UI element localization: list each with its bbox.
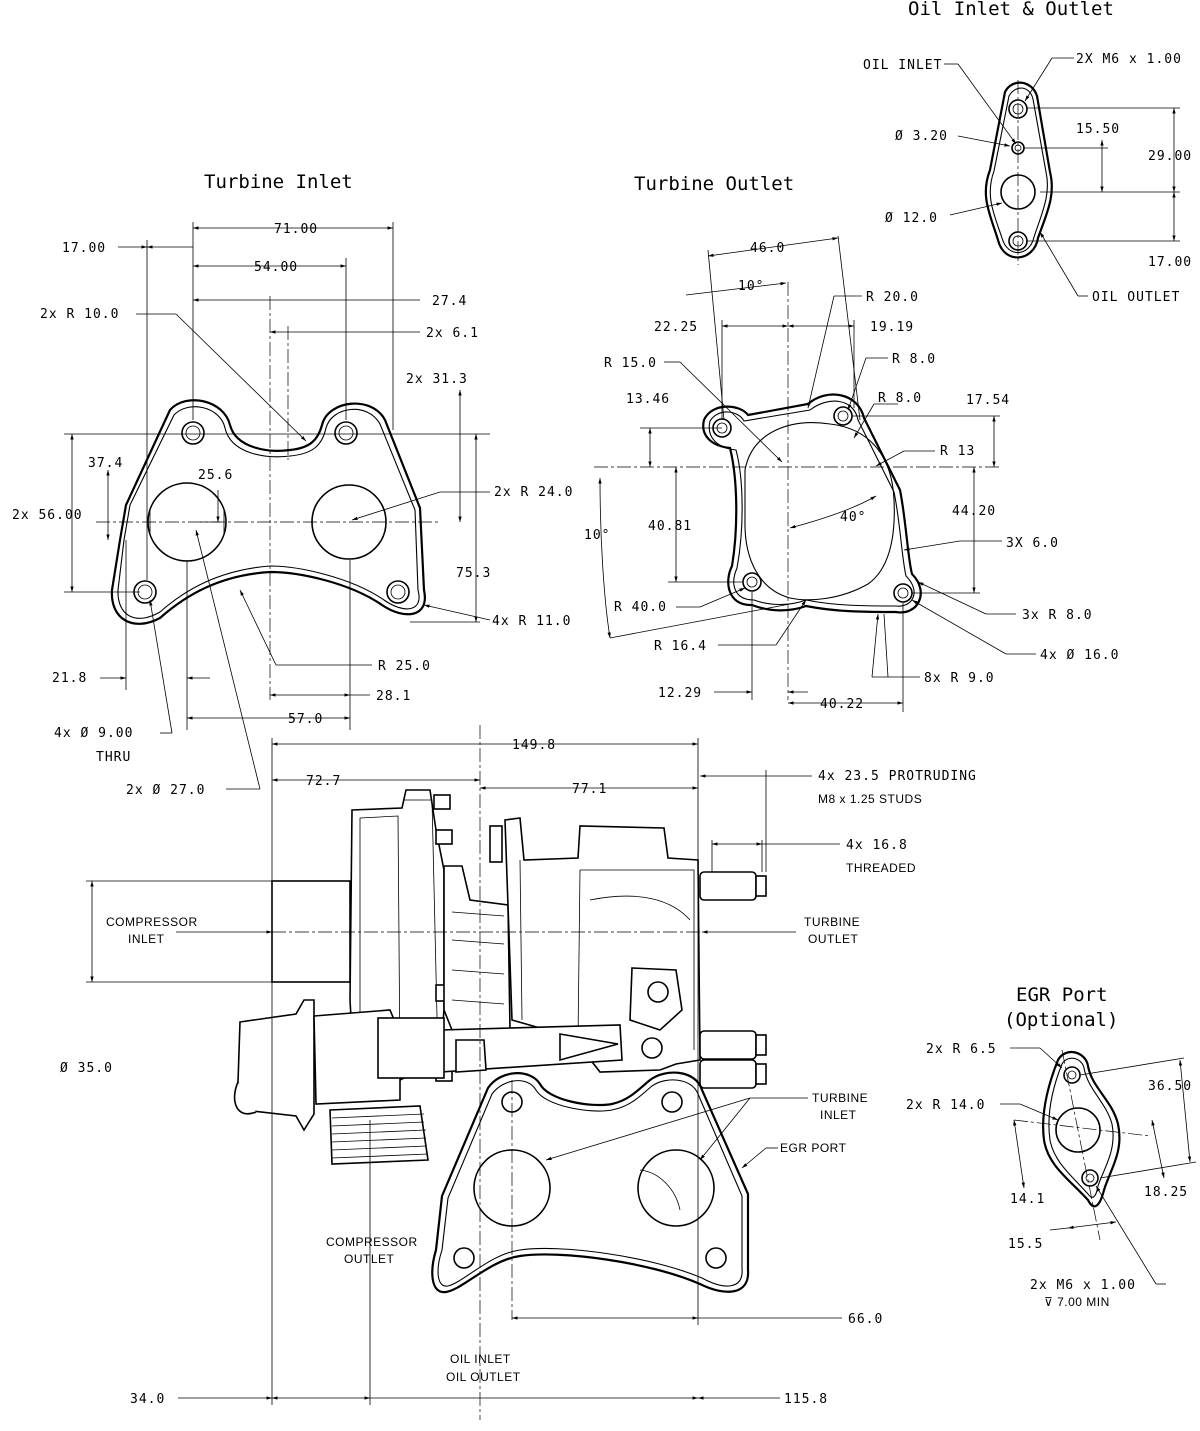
egr-r14-label: 2x R 14.0 [906, 1098, 985, 1113]
egr-15-5-label: 15.5 [1008, 1237, 1043, 1252]
egr-36-50-label: 36.50 [1148, 1079, 1192, 1094]
asm-turbine-outlet-1: TURBINE [804, 915, 860, 929]
ti-56-label: 2x 56.00 [12, 508, 83, 523]
title-turbine-inlet: Turbine Inlet [204, 171, 353, 193]
ti-54-label: 54.00 [254, 260, 298, 275]
asm-turbine-inlet-1: TURBINE [812, 1091, 868, 1105]
title-oil-inlet-outlet: Oil Inlet & Outlet [908, 0, 1114, 20]
egr-bolt-label: 2x M6 x 1.00 [1030, 1278, 1136, 1293]
ti-28-1-label: 28.1 [376, 689, 411, 704]
ti-27-4-label: 27.4 [432, 294, 467, 309]
egr-18-25-label: 18.25 [1144, 1185, 1188, 1200]
asm-compressor-outlet-2: OUTLET [344, 1252, 395, 1266]
to-r8-3x-label: 3x R 8.0 [1022, 608, 1093, 623]
title-egr-optional: (Optional) [1004, 1009, 1118, 1031]
asm-studs-label-2: M8 x 1.25 STUDS [818, 792, 922, 806]
asm-compressor-inlet-1: COMPRESSOR [106, 915, 198, 929]
to-40-22-label: 40.22 [820, 697, 864, 712]
to-r8b-label: R 8.0 [878, 391, 922, 406]
ti-71-label: 71.00 [274, 222, 318, 237]
asm-threaded-label-2: THREADED [846, 861, 916, 875]
egr-depth-label: ⊽ 7.00 MIN [1044, 1295, 1110, 1309]
to-r16-4-label: R 16.4 [654, 639, 707, 654]
asm-oil-inlet-label: OIL INLET [450, 1352, 511, 1366]
ti-17-label: 17.00 [62, 241, 106, 256]
to-r40-label: R 40.0 [614, 600, 667, 615]
oil-flange-view: OIL INLET 2X M6 x 1.00 15.50 Ø 3.20 29.0… [863, 52, 1192, 305]
title-egr-port: EGR Port [1016, 984, 1108, 1006]
asm-34-label: 34.0 [130, 1392, 165, 1407]
oil-spacing-label: 15.50 [1076, 122, 1120, 137]
to-22-25-label: 22.25 [654, 320, 698, 335]
oil-offset-label: 17.00 [1148, 255, 1192, 270]
to-r15-label: R 15.0 [604, 356, 657, 371]
asm-turbine-outlet-2: OUTLET [808, 932, 859, 946]
asm-threaded-label-1: 4x 16.8 [846, 838, 908, 853]
to-r13-label: R 13 [940, 444, 975, 459]
egr-r6-5-label: 2x R 6.5 [926, 1042, 997, 1057]
turbine-outlet-view: 46.0 10° R 20.0 22.25 19.19 R 15.0 R 8.0… [584, 235, 1119, 712]
asm-oil-outlet-label: OIL OUTLET [446, 1370, 521, 1384]
asm-72-7-label: 72.7 [306, 774, 341, 789]
egr-14-1-label: 14.1 [1010, 1192, 1045, 1207]
asm-149-8-label: 149.8 [512, 738, 556, 753]
asm-compressor-outlet-1: COMPRESSOR [326, 1235, 418, 1249]
oil-bolt-label: 2X M6 x 1.00 [1076, 52, 1182, 67]
ti-r25-label: R 25.0 [378, 659, 431, 674]
ti-31-3-label: 2x 31.3 [406, 372, 468, 387]
turbocharger-assembly-view: 149.8 72.7 77.1 4x 23.5 PROTRUDING M8 x … [60, 725, 977, 1420]
to-10-left-label: 10° [584, 528, 610, 543]
ti-25-6-label: 25.6 [198, 468, 233, 483]
to-12-29-label: 12.29 [658, 686, 702, 701]
ti-6-1-label: 2x 6.1 [426, 326, 479, 341]
to-10-top-label: 10° [738, 279, 764, 294]
ti-r11-label: 4x R 11.0 [492, 614, 571, 629]
ti-ports-label: 2x Ø 27.0 [126, 783, 205, 798]
to-40-81-label: 40.81 [648, 519, 692, 534]
to-r9-label: 8x R 9.0 [924, 671, 995, 686]
asm-77-1-label: 77.1 [572, 782, 607, 797]
asm-turbine-inlet-2: INLET [820, 1108, 857, 1122]
to-r8a-label: R 8.0 [892, 352, 936, 367]
ti-57-label: 57.0 [288, 712, 323, 727]
oil-height-label: 29.00 [1148, 149, 1192, 164]
asm-66-label: 66.0 [848, 1312, 883, 1327]
title-turbine-outlet: Turbine Outlet [634, 173, 794, 195]
asm-studs-label-1: 4x 23.5 PROTRUDING [818, 769, 977, 784]
to-19-19-label: 19.19 [870, 320, 914, 335]
to-13-46-label: 13.46 [626, 392, 670, 407]
turbine-inlet-view: 17.00 71.00 54.00 27.4 2x R 10.0 2x 6.1 … [12, 222, 573, 798]
asm-compressor-inlet-2: INLET [128, 932, 165, 946]
to-3x6-label: 3X 6.0 [1006, 536, 1059, 551]
egr-port-view: 2x R 6.5 36.50 2x R 14.0 14.1 18.25 15.5… [906, 1042, 1197, 1309]
ti-r10-label: 2x R 10.0 [40, 307, 119, 322]
to-r20-label: R 20.0 [866, 290, 919, 305]
to-17-54-label: 17.54 [966, 393, 1010, 408]
ti-21-8-label: 21.8 [52, 671, 87, 686]
ti-holes-label: 4x Ø 9.00 [54, 726, 133, 741]
to-dia16-label: 4x Ø 16.0 [1040, 648, 1119, 663]
oil-outlet-label: OIL OUTLET [1092, 290, 1180, 305]
asm-egr-port-label: EGR PORT [780, 1141, 847, 1155]
ti-37-4-label: 37.4 [88, 456, 123, 471]
asm-dia35-label: Ø 35.0 [60, 1061, 113, 1076]
asm-115-8-label: 115.8 [784, 1392, 828, 1407]
oil-small-dia-label: Ø 3.20 [895, 129, 948, 144]
ti-75-3-label: 75.3 [456, 566, 491, 581]
oil-large-dia-label: Ø 12.0 [885, 211, 938, 226]
to-40deg-label: 40° [840, 510, 866, 525]
to-44-20-label: 44.20 [952, 504, 996, 519]
oil-inlet-label: OIL INLET [863, 58, 942, 73]
to-46-label: 46.0 [750, 241, 785, 256]
ti-r24-label: 2x R 24.0 [494, 485, 573, 500]
ti-thru-label: THRU [96, 750, 131, 765]
